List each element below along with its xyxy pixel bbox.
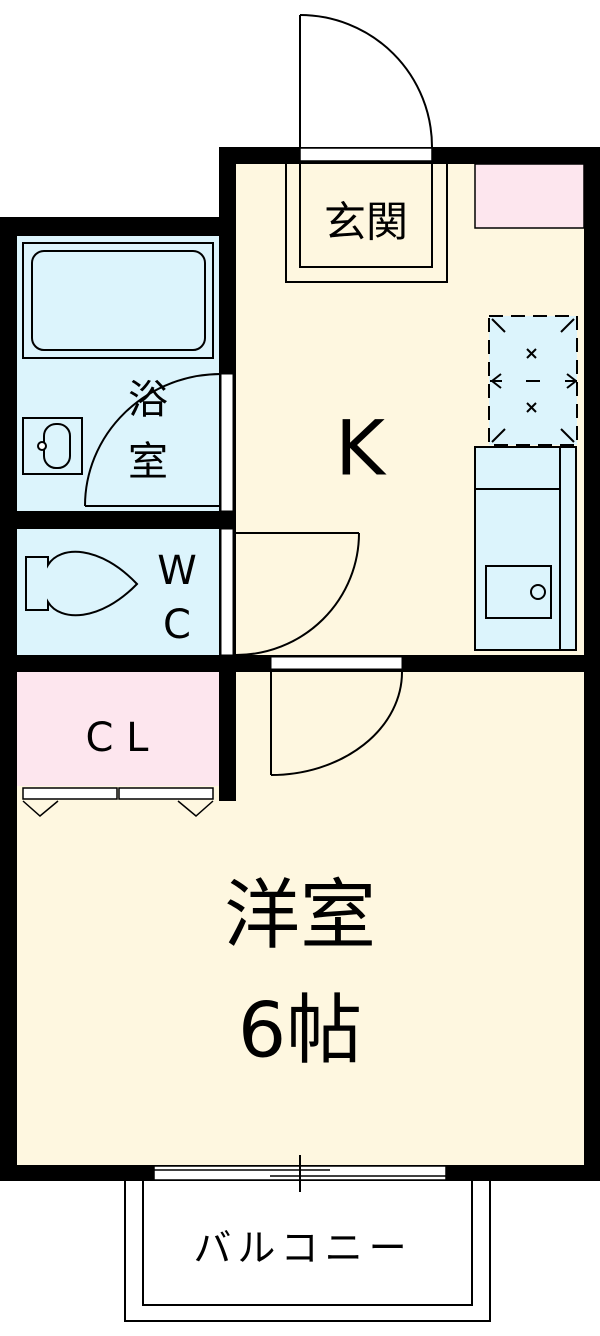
closet-doors xyxy=(22,787,214,817)
bath-door-opening xyxy=(220,373,234,512)
balcony-label: バルコニー xyxy=(193,1226,412,1270)
wc-label-1: W xyxy=(157,548,197,594)
genkan-step xyxy=(285,164,448,283)
toilet xyxy=(25,550,139,617)
kitchen-label: K xyxy=(335,404,387,493)
bath-label-1: 浴 xyxy=(128,377,168,423)
washbasin xyxy=(22,417,83,475)
entrance-label: 玄関 xyxy=(324,198,408,247)
western-room-label: 洋室 xyxy=(224,871,376,960)
bathroom-floor xyxy=(17,236,219,511)
kitchen-sink xyxy=(474,446,577,651)
bathtub xyxy=(22,242,214,359)
room-door-opening xyxy=(270,656,403,670)
entrance-door xyxy=(299,14,433,148)
room-door xyxy=(270,671,403,776)
balcony-window xyxy=(153,1155,447,1192)
storage-box xyxy=(474,163,585,229)
western-room-size: 6帖 xyxy=(238,986,362,1075)
stove xyxy=(488,315,578,446)
balcony xyxy=(124,1181,491,1322)
closet-label: C L xyxy=(86,715,150,761)
closet-floor xyxy=(17,672,219,786)
wc-label-2: C xyxy=(163,602,191,648)
wc-door xyxy=(235,532,360,656)
bath-label-2: 室 xyxy=(128,439,168,485)
closet-wall xyxy=(219,672,236,801)
bath-door xyxy=(84,373,222,507)
wc-floor xyxy=(17,529,219,655)
entrance-opening xyxy=(299,147,433,162)
wc-door-opening xyxy=(220,528,234,656)
